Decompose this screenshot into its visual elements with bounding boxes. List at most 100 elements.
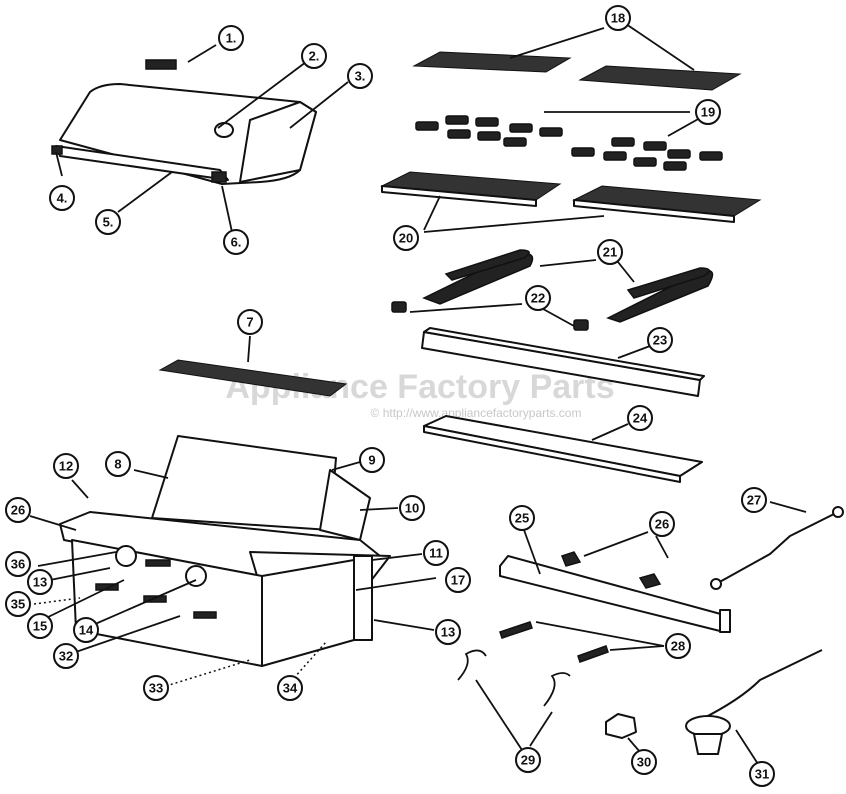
callout-25: 25	[509, 505, 535, 531]
hood-badge	[145, 59, 177, 70]
briquettes	[415, 115, 723, 171]
svg-text:6.: 6.	[231, 235, 242, 250]
callout-26a: 26	[5, 497, 31, 523]
svg-text:34: 34	[283, 681, 298, 696]
callout-12: 12	[53, 453, 79, 479]
callout-18: 18	[605, 5, 631, 31]
callout-29: 29	[515, 747, 541, 773]
callout-26b: 26	[649, 511, 675, 537]
svg-text:11: 11	[429, 546, 443, 561]
callout-33: 33	[143, 675, 169, 701]
heat-shield	[151, 435, 337, 531]
callout-1: 1.	[218, 25, 244, 51]
svg-text:25: 25	[515, 511, 529, 526]
callout-17: 17	[445, 567, 471, 593]
cooking-grid-right	[578, 65, 742, 91]
grease-tray	[423, 415, 703, 477]
callout-36: 36	[5, 551, 31, 577]
svg-text:13: 13	[441, 625, 455, 640]
svg-text:18: 18	[611, 11, 625, 26]
svg-text:12: 12	[59, 459, 73, 474]
handle-end-right	[211, 171, 227, 183]
callout-27: 27	[741, 487, 767, 513]
svg-text:27: 27	[747, 493, 761, 508]
cooking-grid-left	[412, 51, 572, 73]
callout-2: 2.	[301, 43, 327, 69]
svg-text:26: 26	[11, 503, 25, 518]
hood-thermometer	[214, 122, 234, 138]
control-knob-left	[115, 545, 137, 567]
svg-text:29: 29	[521, 753, 535, 768]
igniter-wire-left	[457, 649, 487, 681]
svg-text:5.: 5.	[103, 215, 114, 230]
callout-5: 5.	[95, 209, 121, 235]
svg-text:7: 7	[246, 315, 253, 330]
side-panel-right	[319, 469, 371, 541]
callout-7: 7	[237, 309, 263, 335]
callout-28: 28	[665, 633, 691, 659]
watermark-url: © http://www.appliancefactoryparts.com	[371, 406, 582, 420]
callout-21: 21	[597, 239, 623, 265]
svg-text:36: 36	[11, 557, 25, 572]
callout-3: 3.	[347, 63, 373, 89]
svg-text:19: 19	[701, 105, 715, 120]
svg-text:22: 22	[531, 291, 545, 306]
svg-text:15: 15	[33, 619, 47, 634]
svg-text:10: 10	[405, 501, 419, 516]
callout-19: 19	[695, 99, 721, 125]
cart-side	[261, 559, 355, 667]
burners	[391, 249, 714, 331]
callout-11: 11	[423, 540, 449, 566]
callout-24: 24	[627, 405, 653, 431]
svg-text:28: 28	[671, 639, 685, 654]
svg-text:26: 26	[655, 517, 669, 532]
svg-text:21: 21	[603, 245, 617, 260]
briquette-grates	[380, 171, 762, 223]
callout-35: 35	[5, 591, 31, 617]
svg-text:8: 8	[114, 457, 121, 472]
svg-text:17: 17	[451, 573, 465, 588]
svg-text:9: 9	[368, 453, 375, 468]
svg-text:3.: 3.	[355, 69, 366, 84]
svg-text:30: 30	[637, 755, 651, 770]
valve-left	[499, 621, 533, 639]
regulator-hose	[699, 649, 823, 721]
callout-22: 22	[525, 285, 551, 311]
callout-13a: 13	[27, 569, 53, 595]
callout-9: 9	[359, 447, 385, 473]
grill-body	[59, 435, 391, 667]
svg-text:14: 14	[79, 623, 94, 638]
svg-text:24: 24	[633, 411, 648, 426]
svg-text:2.: 2.	[309, 49, 320, 64]
svg-text:20: 20	[399, 231, 413, 246]
igniter-wire-right	[543, 672, 571, 707]
callout-31: 31	[749, 761, 775, 787]
manifold-assembly	[499, 551, 731, 633]
svg-text:35: 35	[11, 597, 25, 612]
callout-14: 14	[73, 617, 99, 643]
control-knob-right	[185, 565, 207, 587]
callout-30: 30	[631, 749, 657, 775]
svg-text:33: 33	[149, 681, 163, 696]
svg-text:32: 32	[59, 649, 73, 664]
callout-34: 34	[277, 675, 303, 701]
svg-text:4.: 4.	[57, 191, 68, 206]
callout-10: 10	[399, 495, 425, 521]
gas-pipe	[715, 509, 843, 585]
igniter-module	[605, 713, 637, 739]
valve-right	[577, 645, 609, 663]
callout-23: 23	[647, 327, 673, 353]
cooking-grids	[412, 51, 742, 91]
callout-4: 4.	[49, 185, 75, 211]
callout-32: 32	[53, 643, 79, 669]
svg-text:31: 31	[755, 767, 769, 782]
warming-rack	[158, 359, 348, 397]
callout-15: 15	[27, 613, 53, 639]
cart-leg	[353, 555, 373, 641]
callout-13b: 13	[435, 619, 461, 645]
callout-8: 8	[105, 451, 131, 477]
callout-20: 20	[393, 225, 419, 251]
svg-text:23: 23	[653, 333, 667, 348]
svg-text:13: 13	[33, 575, 47, 590]
